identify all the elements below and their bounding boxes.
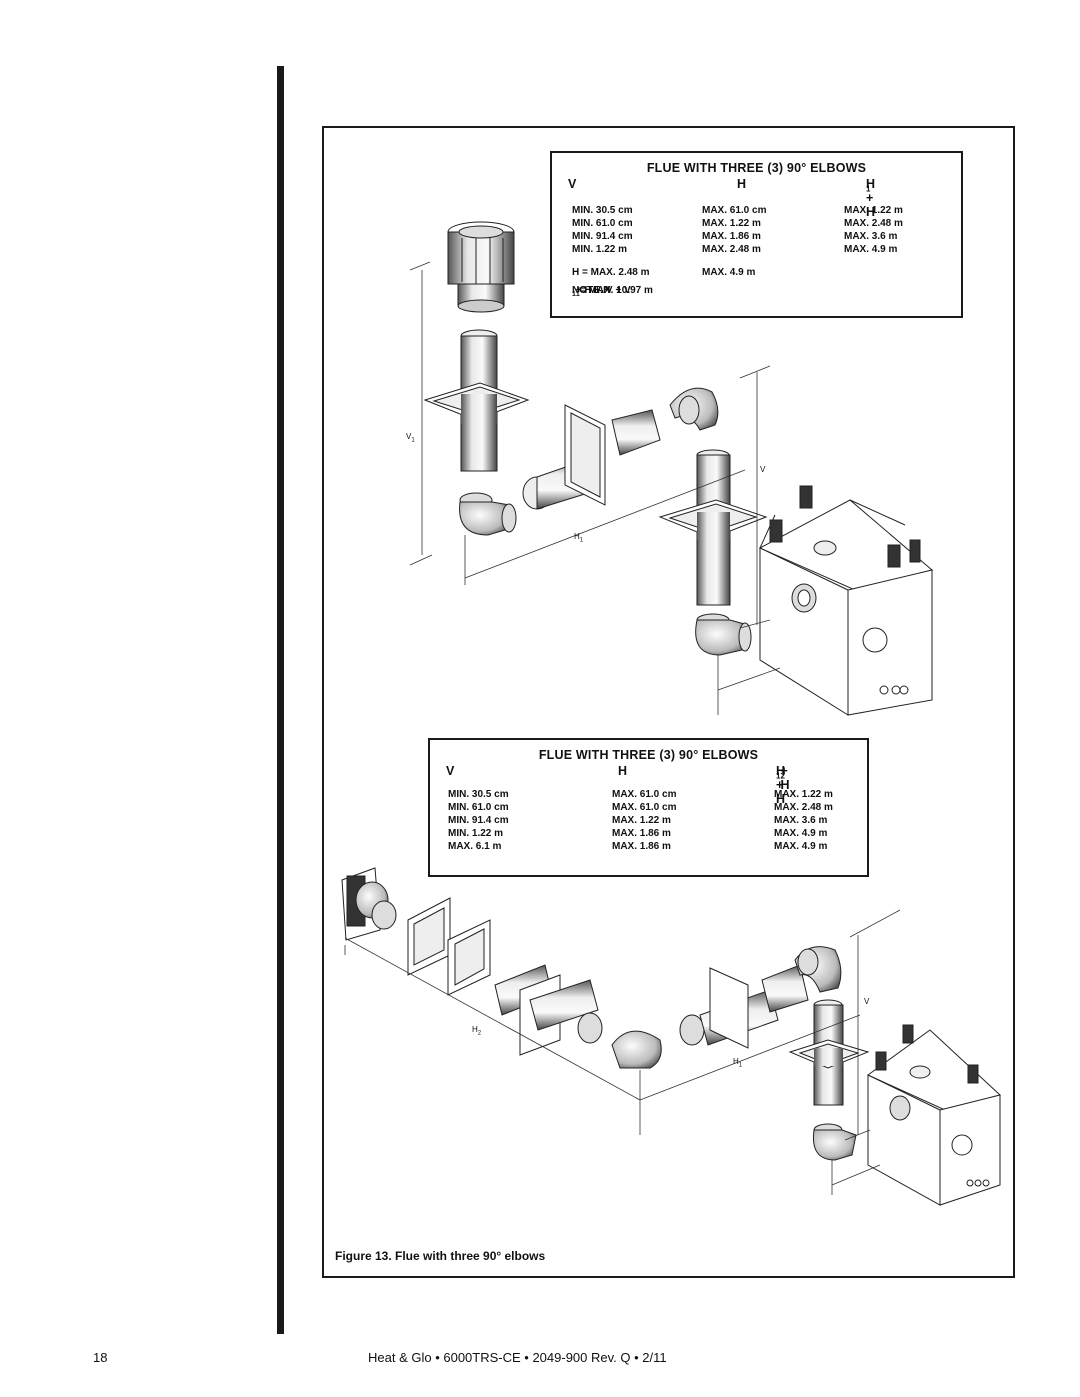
dimension-lines [409, 261, 781, 715]
label-v-lower: V [864, 997, 870, 1006]
upper-diagram [409, 221, 934, 716]
label-v1: V1 [406, 432, 415, 444]
table-row: MIN. 30.5 cm MAX. 61.0 cm MAX. 1.22 m [448, 789, 833, 800]
figure-frame [322, 126, 1015, 1278]
label-h1-lower: H1 [733, 1057, 743, 1069]
page-number: 18 [93, 1350, 108, 1365]
fireplace-unit-lower-icon [867, 1024, 1001, 1206]
table-row: MIN. 61.0 cm MAX. 61.0 cm MAX. 2.48 m [448, 802, 833, 813]
table-extra-row: H = MAX. 2.48 m MAX. 4.9 m [572, 267, 756, 278]
label-h1: H1 [574, 532, 584, 544]
table-title: FLUE WITH THREE (3) 90° ELBOWS [538, 748, 759, 762]
table-row: MIN. 30.5 cm MAX. 61.0 cm MAX. 1.22 m [572, 205, 903, 216]
figure-caption: Figure 13. Flue with three 90° elbows [335, 1249, 546, 1263]
table-row: MIN. 91.4 cm MAX. 1.86 m MAX. 3.6 m [572, 231, 898, 242]
table-row: MIN. 1.22 m MAX. 1.86 m MAX. 4.9 m [448, 828, 828, 839]
flue-table-lower: FLUE WITH THREE (3) 90° ELBOWS V H H + H… [428, 738, 869, 877]
flue-table-upper: FLUE WITH THREE (3) 90° ELBOWS V H H + H… [550, 151, 963, 318]
lower-diagram [341, 867, 1001, 1206]
label-h2: H2 [472, 1025, 482, 1037]
table-row: MIN. 61.0 cm MAX. 1.22 m MAX. 2.48 m [572, 218, 903, 229]
table-row: MAX. 6.1 m MAX. 1.86 m MAX. 4.9 m [448, 841, 828, 852]
label-v: V [760, 465, 766, 474]
dimension-lines-lower [344, 909, 901, 1195]
footer-text: Heat & Glo • 6000TRS-CE • 2049-900 Rev. … [368, 1350, 667, 1365]
table-row: MIN. 91.4 cm MAX. 1.22 m MAX. 3.6 m [448, 815, 828, 826]
table-row: MIN. 1.22 m MAX. 2.48 m MAX. 4.9 m [572, 244, 898, 255]
fireplace-unit-icon [758, 485, 934, 716]
side-bar [277, 66, 284, 1334]
table-title: FLUE WITH THREE (3) 90° ELBOWS [646, 161, 867, 175]
termination-cap-icon [447, 221, 515, 313]
